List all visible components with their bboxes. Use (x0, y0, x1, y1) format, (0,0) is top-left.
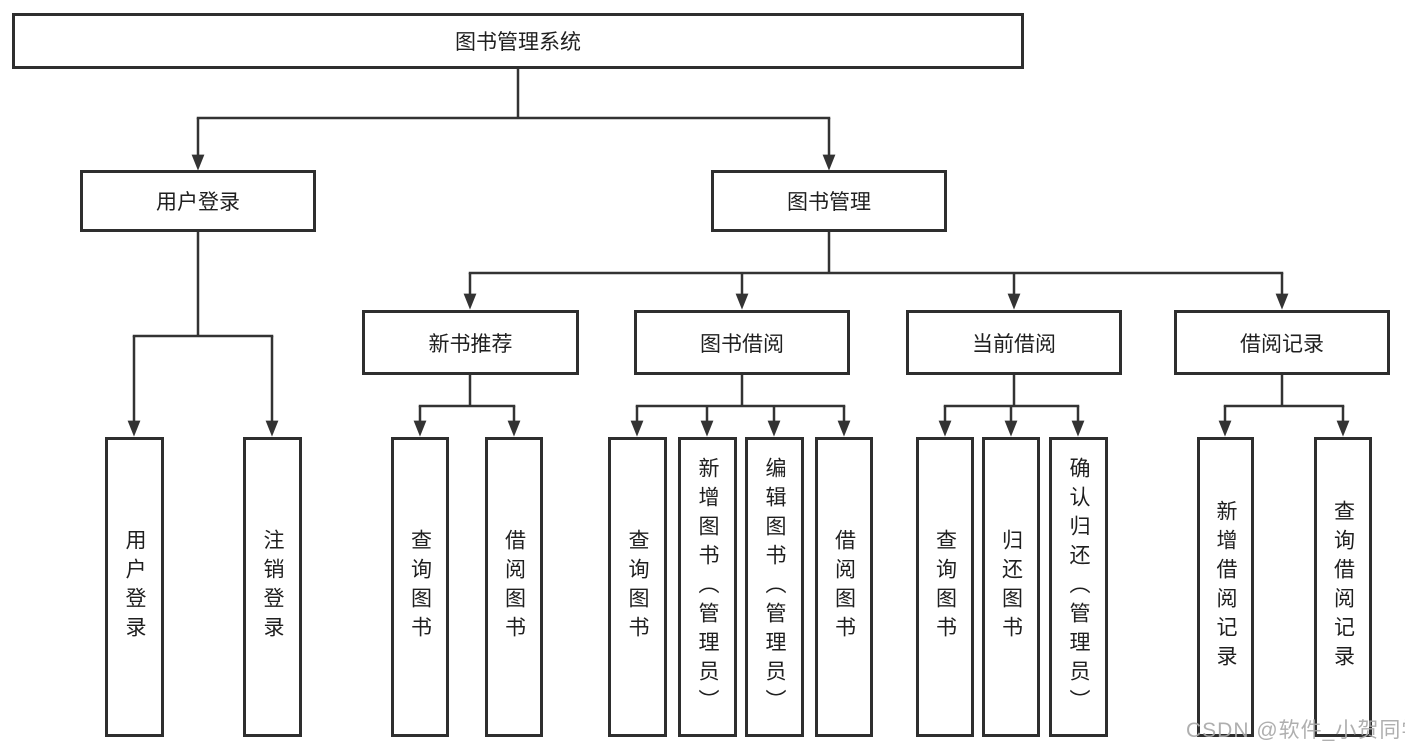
node-edit-books-admin: 编辑图书（管理员） (745, 437, 804, 737)
node-label: 编辑图书（管理员） (763, 456, 786, 718)
node-label: 归还图书 (999, 529, 1023, 645)
node-borrow-books-1: 借阅图书 (485, 437, 543, 737)
node-return-books: 归还图书 (982, 437, 1040, 737)
node-label: 查询图书 (626, 529, 649, 645)
csdn-watermark: CSDN @软件_小贺同学 (1186, 719, 1405, 742)
node-label: 图书管理系统 (455, 31, 581, 54)
node-user-login-branch: 用户登录 (80, 170, 316, 232)
node-query-books-3: 查询图书 (916, 437, 974, 737)
node-query-books-1: 查询图书 (391, 437, 449, 737)
node-confirm-return-admin: 确认归还（管理员） (1049, 437, 1108, 737)
node-label: 用户登录 (123, 529, 146, 645)
node-borrow-books-2: 借阅图书 (815, 437, 873, 737)
node-label: 借阅图书 (502, 529, 526, 645)
node-book-management: 图书管理 (711, 170, 947, 232)
node-label: 用户登录 (156, 191, 240, 214)
node-add-borrow-record: 新增借阅记录 (1197, 437, 1254, 737)
node-book-borrowing: 图书借阅 (634, 310, 850, 375)
node-new-book-recommendation: 新书推荐 (362, 310, 579, 375)
node-query-books-2: 查询图书 (608, 437, 667, 737)
node-label: 确认归还（管理员） (1067, 456, 1090, 718)
node-label: 注销登录 (261, 529, 284, 645)
node-user-login: 用户登录 (105, 437, 164, 737)
node-label: 查询借阅记录 (1331, 500, 1355, 674)
node-library-management-system: 图书管理系统 (12, 13, 1024, 69)
node-label: 新增借阅记录 (1214, 500, 1237, 674)
node-label: 图书管理 (787, 191, 871, 214)
node-label: 新书推荐 (428, 332, 513, 356)
node-label: 新增图书（管理员） (696, 456, 719, 718)
node-label: 当前借阅 (972, 332, 1056, 356)
node-current-borrowing: 当前借阅 (906, 310, 1122, 375)
node-label: 借阅图书 (832, 529, 856, 645)
node-label: 查询图书 (408, 529, 432, 645)
node-add-books-admin: 新增图书（管理员） (678, 437, 737, 737)
node-borrowing-records: 借阅记录 (1174, 310, 1390, 375)
node-label: 图书借阅 (700, 332, 784, 356)
node-logout: 注销登录 (243, 437, 302, 737)
node-label: 借阅记录 (1240, 332, 1324, 356)
node-label: 查询图书 (933, 529, 957, 645)
node-query-borrow-record: 查询借阅记录 (1314, 437, 1372, 737)
